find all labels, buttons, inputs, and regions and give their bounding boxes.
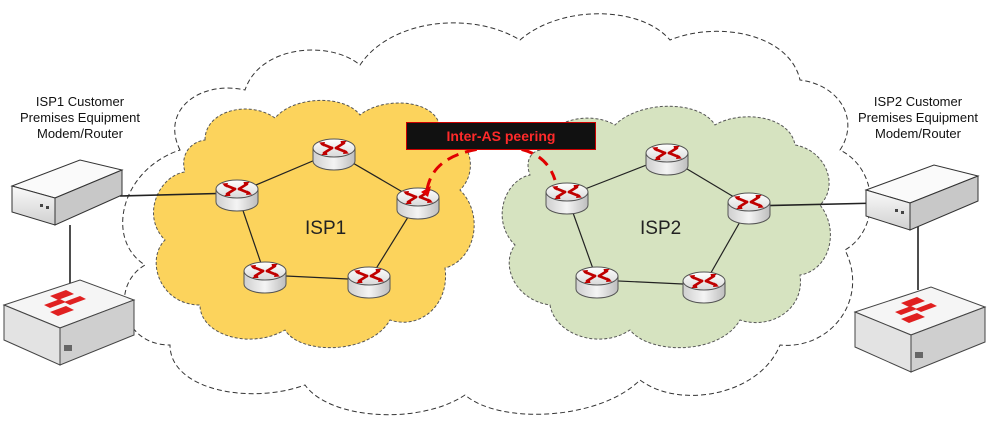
isp2-router-southwest [574,265,620,300]
isp2-firewall-icon [853,286,987,373]
isp2-router-west [544,181,590,216]
caption-line: ISP1 Customer [35,94,125,109]
inter-as-peering-label: Inter-AS peering [406,122,596,150]
caption-line: Modem/Router [875,126,961,141]
isp1-cloud [153,99,475,349]
isp2-router-north [644,142,690,177]
caption-line: Premises Equipment [20,110,140,125]
isp2-modem-icon [864,164,980,231]
isp1-firewall-icon [2,279,136,366]
isp1-router-east [395,186,441,221]
isp2-router-southeast [681,270,727,305]
isp2-router-east [726,191,772,226]
isp2-label: ISP2 [640,218,682,239]
isp1-router-west [214,178,260,213]
isp1-router-southeast [346,265,392,300]
caption-line: Modem/Router [37,126,123,141]
isp2-cpe-caption: ISP2 Customer Premises Equipment Modem/R… [838,94,998,142]
isp1-cpe-caption: ISP1 Customer Premises Equipment Modem/R… [0,94,160,142]
isp1-modem-icon [10,159,124,226]
caption-line: Premises Equipment [858,110,978,125]
isp1-router-north [311,137,357,172]
isp1-router-southwest [242,260,288,295]
isp1-label: ISP1 [305,218,347,239]
caption-line: ISP2 Customer [873,94,963,109]
